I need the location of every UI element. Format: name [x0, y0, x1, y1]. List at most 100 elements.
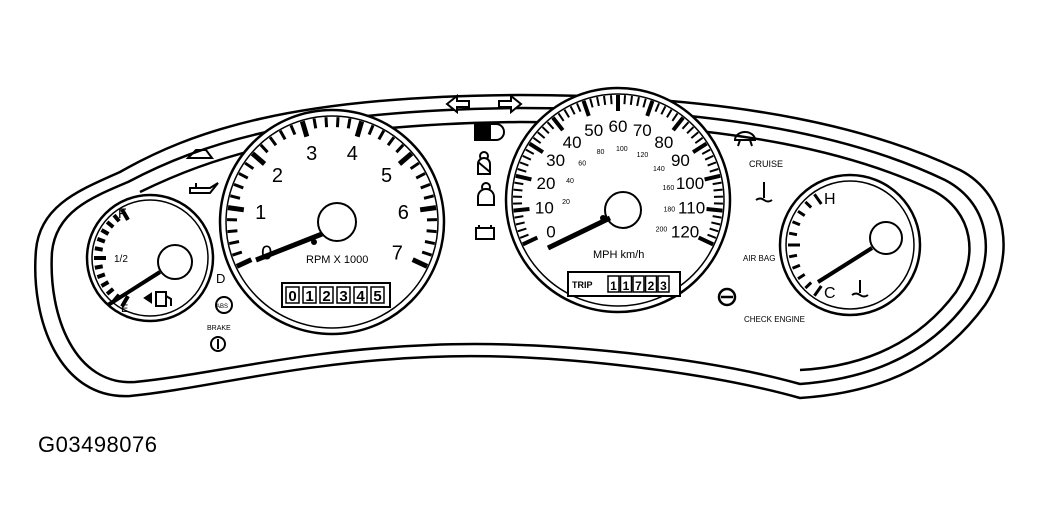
fuel-half-label: 1/2	[114, 254, 128, 265]
tach-number: 7	[392, 242, 403, 264]
speed-tick	[712, 181, 722, 186]
odometer-digit: 0	[288, 288, 296, 305]
abs-icon: ABS	[215, 296, 233, 314]
fuel-tick	[100, 228, 110, 236]
speed-tick	[691, 141, 708, 154]
kmh-number: 200	[656, 227, 668, 234]
speed-tick	[569, 105, 576, 115]
tach-tick	[312, 118, 318, 129]
fuel-pump-icon	[143, 291, 172, 307]
fuel-tick	[96, 236, 106, 244]
speed-tick	[537, 131, 546, 139]
speed-tick	[712, 215, 722, 219]
tach-tick	[421, 250, 433, 257]
speed-number: 40	[563, 133, 582, 152]
speed-tick	[521, 235, 539, 247]
fuel-gauge: F 1/2 E	[85, 193, 215, 323]
speed-tick	[514, 181, 524, 186]
odometer-digit: 2	[322, 288, 330, 305]
temp-tick	[797, 209, 806, 217]
tach-tick	[335, 117, 340, 128]
tach-tick	[386, 136, 396, 147]
speed-tick	[671, 112, 679, 122]
tach-tick	[278, 129, 287, 141]
tach-tick	[397, 151, 414, 166]
speed-tick	[513, 207, 530, 213]
speed-tick	[609, 95, 613, 105]
speed-tick	[701, 148, 711, 155]
speed-tick	[546, 121, 555, 130]
trip-digit: 7	[635, 279, 642, 293]
kmh-number: 140	[653, 166, 665, 173]
brake-icon	[210, 336, 226, 352]
speed-tick	[706, 207, 723, 213]
kmh-number: 180	[663, 207, 675, 214]
tach-tick	[367, 124, 375, 136]
tach-number: 6	[398, 202, 409, 224]
odometer-digit: 3	[339, 288, 347, 305]
speed-tick	[515, 173, 532, 182]
kmh-number: 160	[663, 185, 675, 192]
fuel-tick	[120, 208, 130, 221]
odometer-digit-box	[285, 286, 300, 304]
speed-tick	[707, 161, 717, 167]
fuel-tick	[96, 272, 106, 280]
gear-d-indicator: D	[216, 271, 225, 286]
speed-tick	[603, 95, 607, 105]
tach-tick	[424, 240, 436, 246]
fuel-tick	[120, 295, 130, 308]
tach-tick	[238, 172, 249, 180]
battery-icon	[475, 225, 495, 240]
temp-tick	[788, 253, 798, 259]
speed-unit-label: MPH km/h	[593, 249, 644, 261]
speed-number: 20	[537, 174, 556, 193]
temp-tick	[797, 273, 806, 281]
tach-tick	[228, 240, 240, 246]
trip-digit-box	[644, 275, 658, 293]
temp-tick	[788, 231, 798, 237]
speed-tick	[671, 116, 685, 132]
speed-number: 120	[671, 222, 699, 241]
trip-digit-box	[607, 275, 620, 293]
temp-tick	[804, 200, 813, 209]
tach-tick	[409, 161, 420, 170]
speed-tick	[636, 96, 640, 107]
tach-unit-label: RPM X 1000	[306, 254, 368, 266]
tach-tick	[259, 143, 269, 154]
odometer-digit-box	[353, 286, 368, 304]
cluster-inner-housing	[50, 106, 988, 386]
temp-tick	[791, 220, 801, 227]
odometer-digit-box	[336, 286, 351, 304]
tach-tick	[244, 161, 255, 170]
speed-tick	[551, 116, 565, 132]
temp-tick	[791, 263, 801, 270]
kmh-number: 60	[578, 160, 586, 167]
speed-tick	[697, 235, 715, 247]
odometer-digit-box	[319, 286, 334, 304]
tach-number: 5	[381, 165, 392, 187]
fuel-empty-label: E	[121, 303, 128, 315]
tach-tick	[235, 257, 253, 269]
check-engine-icon	[717, 287, 737, 307]
svg-text:ABS: ABS	[216, 304, 228, 310]
trip-digit: 1	[610, 279, 617, 293]
odometer-digit: 4	[356, 288, 365, 305]
tach-tick	[250, 151, 267, 166]
speed-tick	[576, 102, 582, 113]
airbag-label: AIR BAG	[743, 254, 775, 263]
speed-tick	[581, 100, 591, 117]
tach-tick	[420, 182, 431, 190]
speed-tick	[713, 188, 723, 192]
cruise-label: CRUISE	[749, 159, 783, 169]
speed-tick	[686, 126, 695, 135]
fuel-tick	[94, 246, 104, 252]
brake-label: BRAKE	[207, 325, 231, 332]
speed-number: 10	[535, 199, 554, 218]
speed-tick	[532, 136, 542, 144]
speed-number: 80	[654, 133, 673, 152]
speed-number: 100	[676, 174, 704, 193]
tach-tick	[324, 117, 329, 128]
door-ajar-icon	[185, 149, 214, 159]
